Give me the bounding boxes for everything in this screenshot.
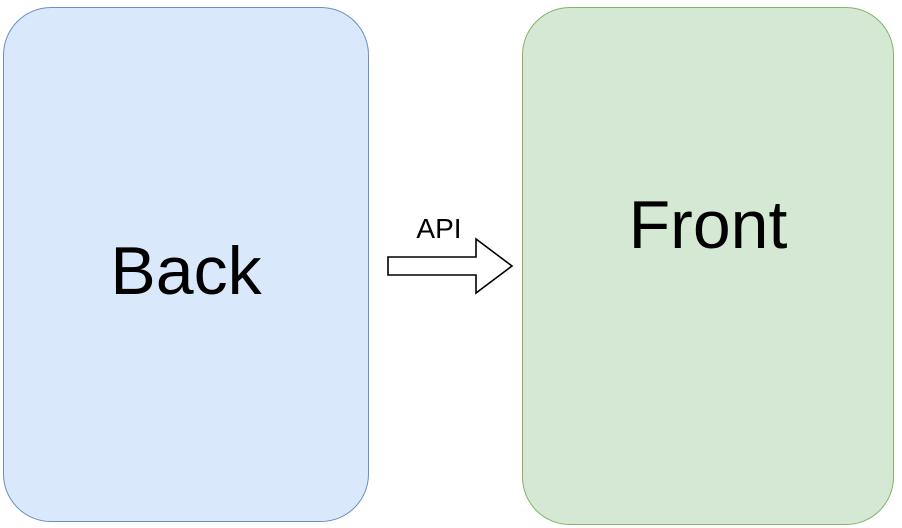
right-arrow-icon[interactable] bbox=[384, 234, 518, 298]
arrow-shape bbox=[387, 237, 514, 295]
front-label: Front bbox=[628, 187, 788, 263]
api-label: API bbox=[416, 213, 462, 244]
back-box[interactable]: Back bbox=[3, 7, 369, 522]
back-label: Back bbox=[110, 233, 262, 309]
front-box[interactable]: Front bbox=[522, 7, 894, 525]
